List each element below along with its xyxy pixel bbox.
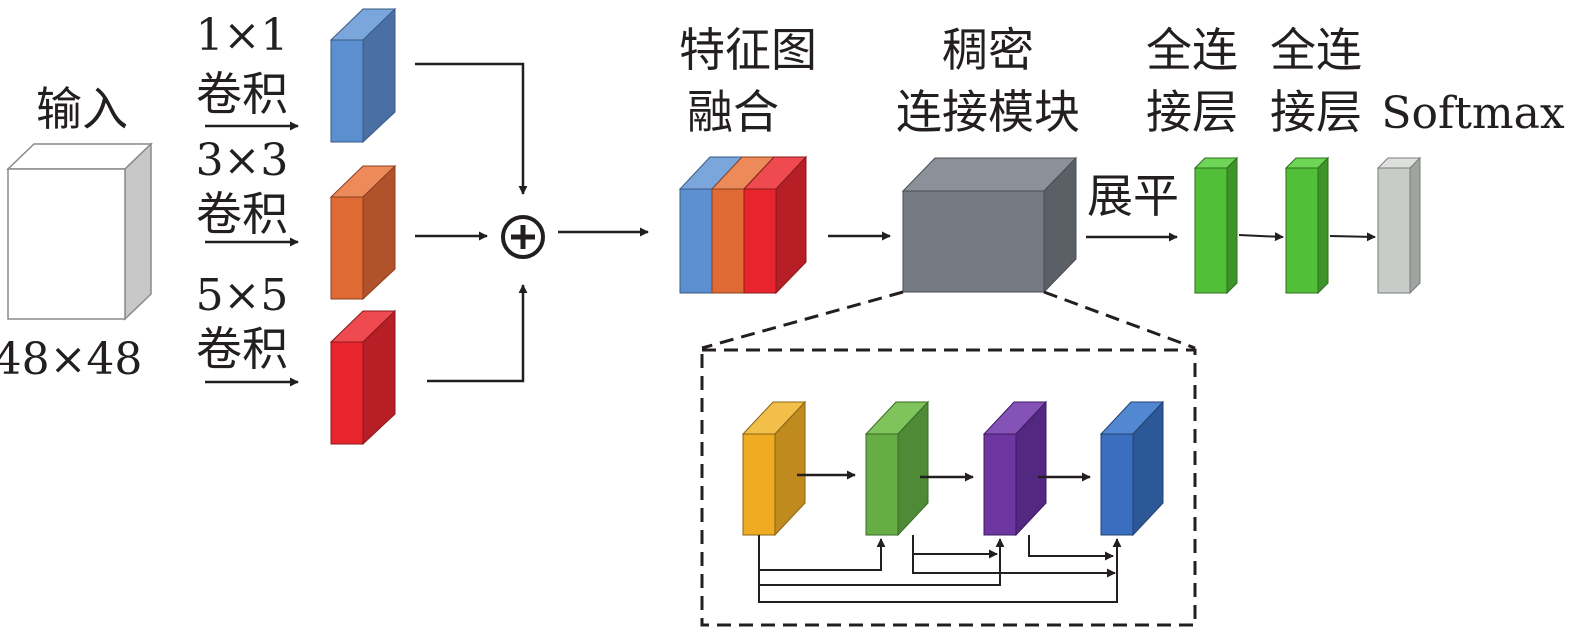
fc-layer-1-label-line2: 接层 — [1146, 85, 1238, 139]
input-block: 输入 48×48 — [0, 82, 153, 385]
input-title: 输入 — [36, 82, 128, 136]
fc-layer-1-front — [1194, 167, 1228, 294]
dense-block-detail-frame — [700, 348, 1197, 627]
branch-5x5: 5×5 卷积 — [196, 270, 528, 446]
fusion-layer-3 — [743, 188, 777, 294]
fc-layer-2: 全连 接层 — [1270, 23, 1376, 295]
dense-block-title-line1: 稠密 — [942, 23, 1034, 77]
dense-block: 稠密 连接模块 展平 — [701, 23, 1196, 350]
fc1-to-fc2-arrow — [1238, 232, 1284, 242]
branch-1x1-conv-label: 卷积 — [196, 67, 288, 121]
branch-3x3-kernel-label: 3×3 — [196, 135, 289, 186]
branch-1x1-kernel-label: 1×1 — [196, 10, 289, 61]
skip-2-to-4 — [912, 554, 1116, 578]
add-operator — [501, 215, 649, 259]
inner-block-1-front — [742, 433, 776, 536]
input-cube-side — [124, 142, 152, 321]
skip-1-to-3 — [758, 538, 1005, 586]
fusion-title-line1: 特征图 — [679, 23, 817, 77]
input-size-label: 48×48 — [0, 334, 142, 385]
fusion-layer-2 — [711, 188, 745, 294]
feature-fusion: 特征图 融合 — [678, 23, 891, 295]
input-cube-front — [7, 168, 126, 320]
zoom-line-left — [701, 290, 904, 350]
softmax-front — [1377, 167, 1411, 294]
branch-5x5-to-add-arrow — [427, 284, 528, 383]
branch-1x1: 1×1 卷积 — [196, 7, 528, 195]
fusion-title-line2: 融合 — [687, 85, 779, 139]
branch-1x1-block-front — [330, 39, 364, 143]
inner-block-4-front — [1100, 433, 1134, 536]
fusion-layer-1 — [679, 188, 713, 294]
inner-block-2-front — [865, 433, 899, 536]
fc-layer-1-label-line1: 全连 — [1146, 23, 1238, 77]
softmax-layer: Softmax — [1376, 88, 1565, 295]
fc-layer-2-front — [1285, 167, 1319, 294]
branch-3x3-block-front — [330, 196, 364, 300]
branch-5x5-conv-label: 卷积 — [196, 322, 288, 376]
fc-layer-2-label-line1: 全连 — [1270, 23, 1362, 77]
branch-1x1-to-add-arrow — [415, 62, 528, 195]
flatten-label: 展平 — [1087, 169, 1179, 223]
branch-3x3-conv-label: 卷积 — [196, 187, 288, 241]
dense-block-front — [902, 190, 1045, 293]
softmax-side — [1409, 156, 1421, 295]
branch-5x5-kernel-label: 5×5 — [196, 270, 289, 321]
dense-block-title-line2: 连接模块 — [896, 85, 1080, 139]
fc-layer-1-side — [1226, 156, 1238, 295]
skip-2-to-3 — [912, 535, 998, 559]
softmax-label: Softmax — [1381, 88, 1565, 139]
inner-block-3-front — [983, 433, 1017, 536]
fc2-to-softmax-arrow — [1329, 232, 1376, 242]
branch-5x5-block-front — [330, 341, 364, 445]
fc-layer-2-side — [1317, 156, 1329, 295]
fc-layer-1: 全连 接层 — [1146, 23, 1284, 295]
skip-1-to-4 — [758, 538, 1122, 603]
branch-3x3: 3×3 卷积 — [196, 135, 488, 301]
skip-1-to-2 — [758, 535, 886, 571]
dense-block-detail — [700, 348, 1197, 627]
dense-skip-connections — [758, 535, 1122, 603]
zoom-line-right — [1043, 290, 1196, 350]
skip-3-to-4 — [1028, 535, 1114, 561]
fc-layer-2-label-line2: 接层 — [1270, 85, 1362, 139]
